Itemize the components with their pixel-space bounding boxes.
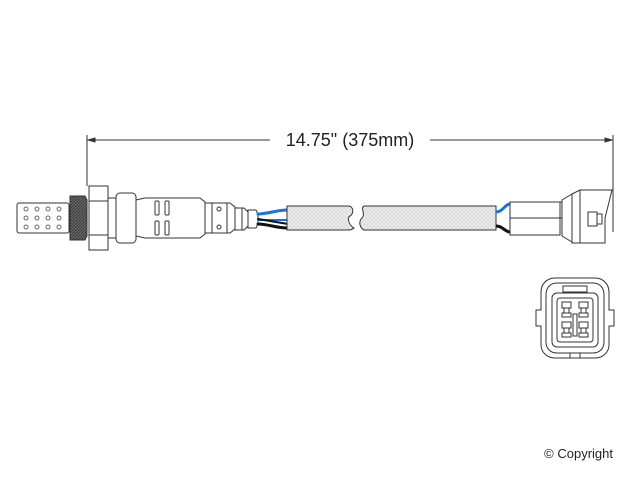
dimension-line [86, 135, 614, 232]
connector-plug [509, 189, 613, 244]
copyright-notice: © Copyright [544, 446, 613, 461]
sensor-tip [16, 202, 70, 234]
hex-nut [88, 185, 109, 251]
wire-pair-connector [495, 202, 511, 234]
dimension-label: 14.75" (375mm) [270, 129, 430, 151]
sensor-body [107, 192, 259, 244]
wire-pair-sensor [256, 208, 290, 230]
connector-face-view [535, 277, 615, 359]
braided-sleeve [286, 205, 497, 231]
threaded-section [69, 195, 88, 241]
